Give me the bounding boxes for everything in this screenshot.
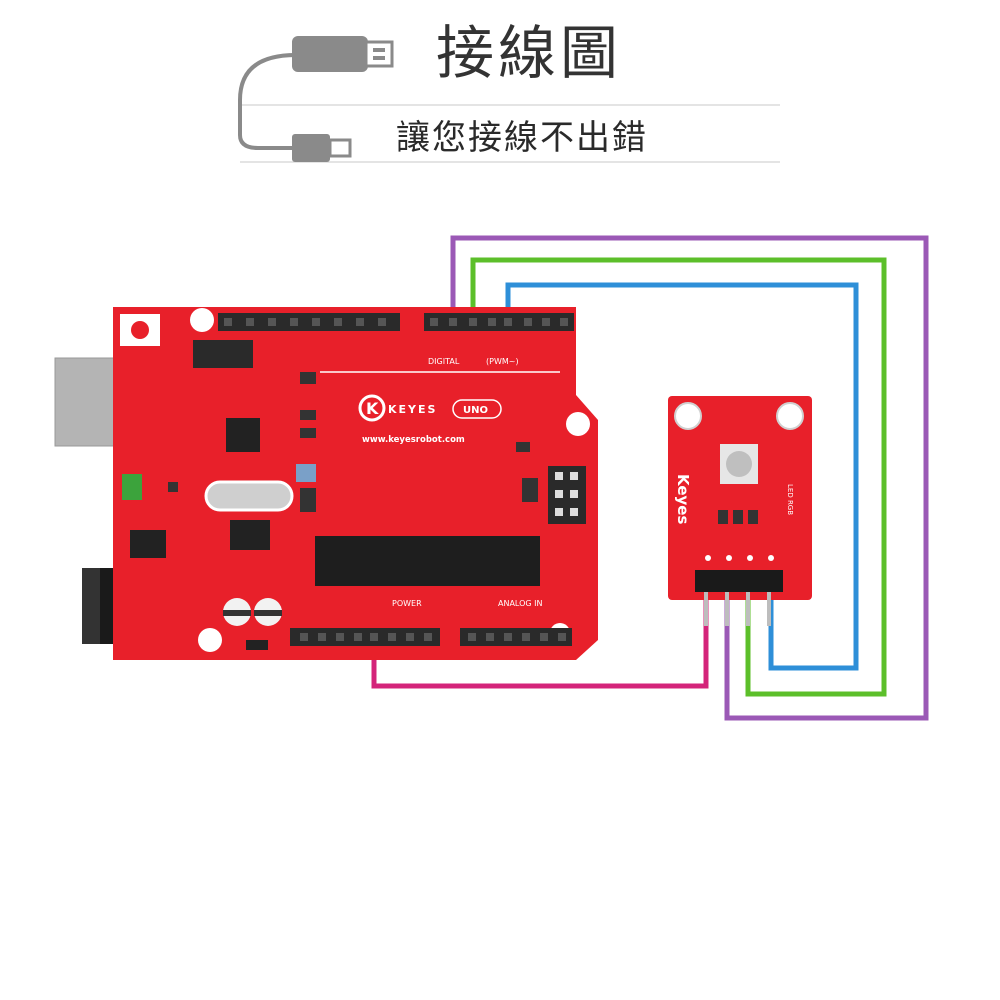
- wire-magenta: [371, 600, 709, 689]
- module-label: LED RGB: [786, 484, 794, 515]
- analog-header: [460, 628, 572, 646]
- module-pcb: [668, 396, 812, 600]
- arduino-uno-board: K KEYES UNO www.keyesrobot.com DIGITAL (…: [54, 307, 598, 660]
- page-title: 接線圖: [436, 19, 623, 87]
- wire-blue: [505, 282, 859, 671]
- module-brand: Keyes: [674, 474, 692, 524]
- keyes-logo-icon: [358, 394, 386, 422]
- wire-purple: [450, 235, 929, 721]
- wires: [371, 235, 929, 721]
- usb-cable-icon: [238, 36, 394, 162]
- digital-header-low: [218, 313, 400, 331]
- page-subtitle: 讓您接線不出錯: [396, 118, 648, 158]
- analog-label: ANALOG IN: [498, 599, 543, 608]
- power-header: [290, 628, 440, 646]
- wire-green: [470, 257, 887, 697]
- icsp-header-top: [193, 340, 253, 368]
- svg-text:K: K: [366, 399, 379, 418]
- board-brand: KEYES: [388, 403, 437, 416]
- icsp-header-right: [548, 466, 586, 524]
- digital-header-high: [424, 313, 574, 331]
- crystal-oscillator: [204, 480, 294, 512]
- board-model: UNO: [463, 405, 488, 416]
- board-website: www.keyesrobot.com: [362, 435, 465, 445]
- header-divider-top: [240, 104, 780, 106]
- microcontroller-chip: [315, 536, 540, 586]
- power-label: POWER: [392, 599, 422, 608]
- rgb-led-module: Keyes LED RGB: [668, 396, 812, 626]
- digital-label: DIGITAL: [428, 357, 460, 366]
- pwm-label: (PWM~): [486, 357, 519, 366]
- usb-controller-chip: [226, 418, 260, 452]
- header-divider-bottom: [240, 161, 780, 163]
- module-pin-header: [695, 570, 783, 592]
